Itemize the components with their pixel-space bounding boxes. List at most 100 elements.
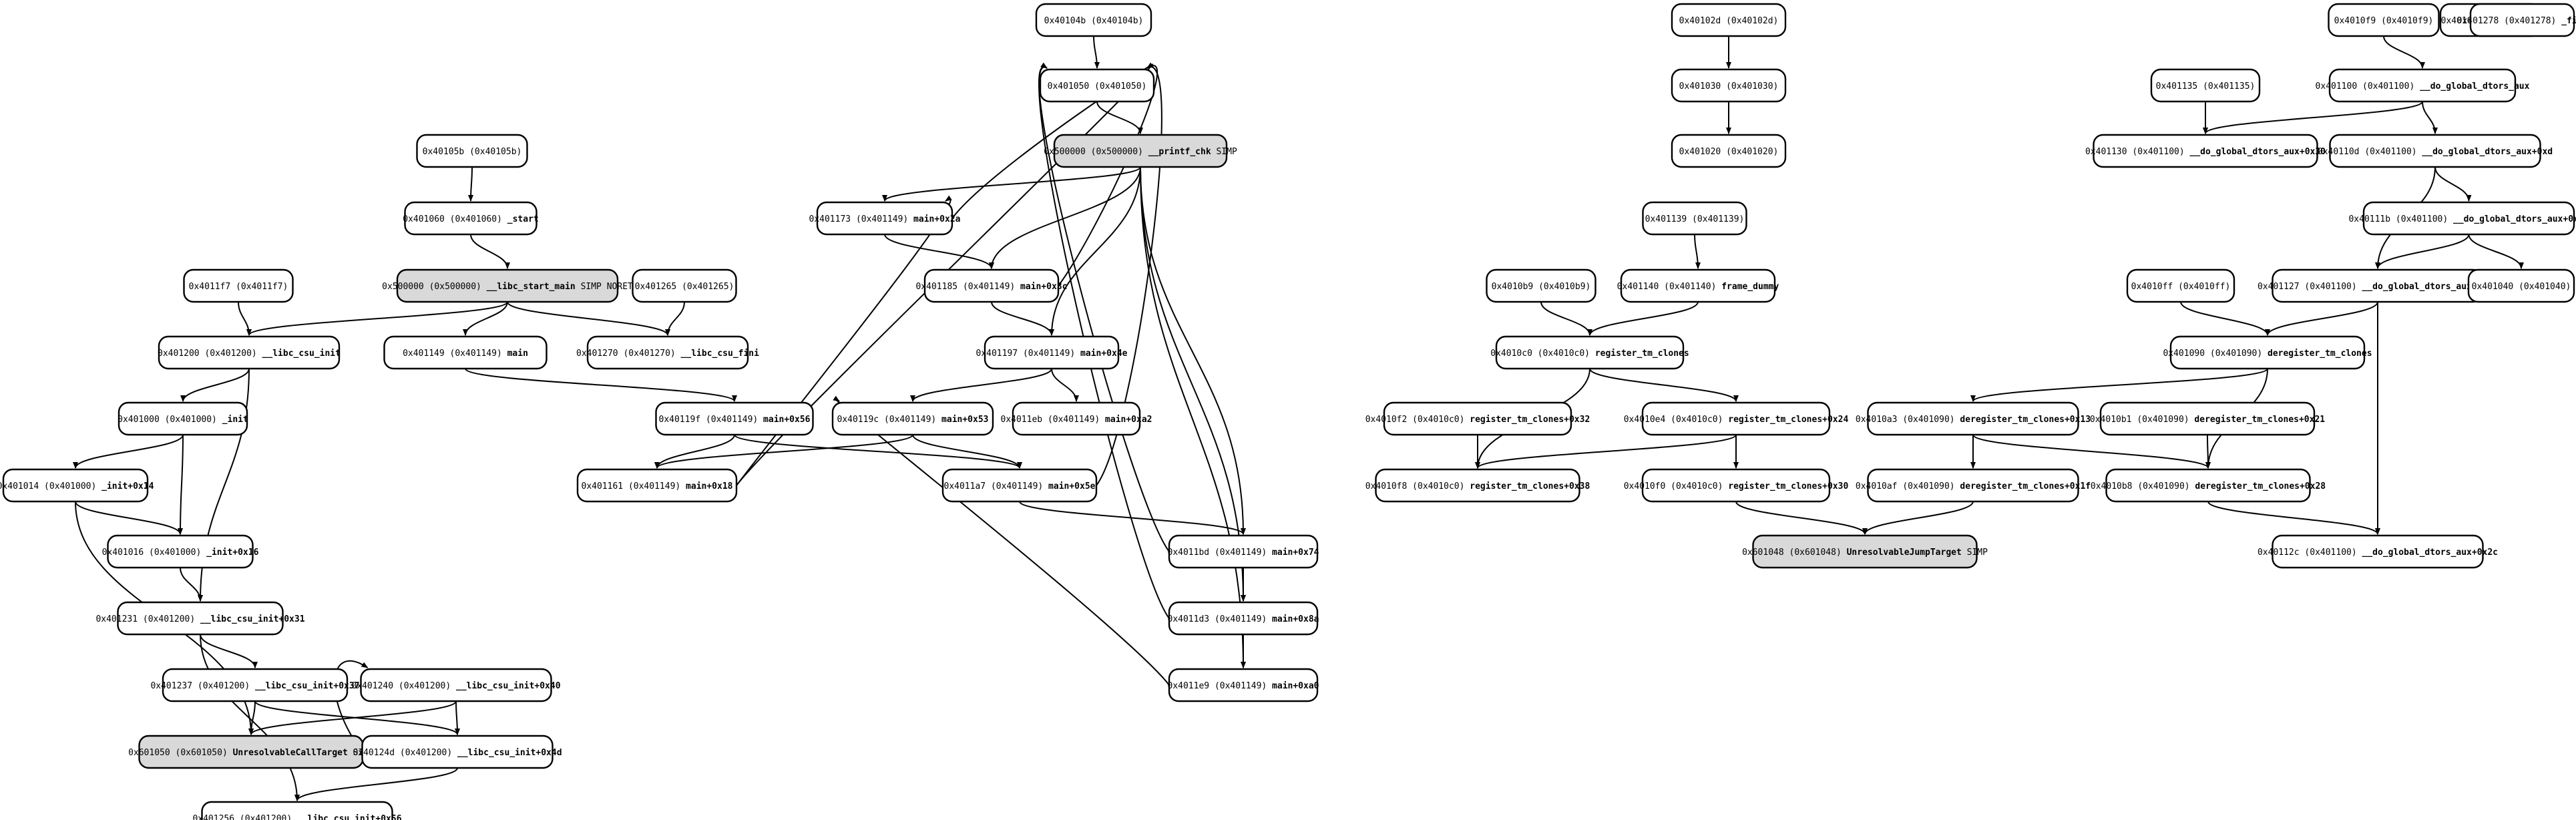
graph-node-0x40119f[interactable]: 0x40119f (0x401149) main+0x56 xyxy=(655,401,814,436)
graph-node-0x401256[interactable]: 0x401256 (0x401200) __libc_csu_init+0x56 xyxy=(192,801,402,820)
graph-node-0x40112c[interactable]: 0x40112c (0x401100) __do_global_dtors_au… xyxy=(2258,534,2498,569)
graph-node-0x401240[interactable]: 0x401240 (0x401200) __libc_csu_init+0x40 xyxy=(351,668,561,702)
node-fn: main+0xa2 xyxy=(1100,415,1152,425)
node-box xyxy=(183,268,294,303)
node-label: 0x40105b (0x40105b) xyxy=(423,147,522,157)
node-addr: 0x4010e4 xyxy=(1624,415,1666,425)
node-fn: __printf_chk xyxy=(1143,147,1211,157)
edge-n36-n37 xyxy=(1587,301,1699,336)
graph-node-0x4010f9[interactable]: 0x4010f9 (0x4010f9) xyxy=(2328,3,2440,37)
node-box xyxy=(2093,134,2318,168)
graph-node-0x401050[interactable]: 0x401050 (0x401050) xyxy=(1039,68,1155,103)
node-label: 0x4011eb (0x401149) main+0xa2 xyxy=(1001,415,1152,425)
node-label: 0x4011bd (0x401149) main+0x74 xyxy=(1168,548,1319,558)
graph-node-0x401030[interactable]: 0x401030 (0x401030) xyxy=(1671,68,1787,103)
node-sep: (0x500000) xyxy=(424,282,481,292)
node-fn: main+0x8a xyxy=(1267,614,1319,624)
node-addr: 0x4011d3 xyxy=(1168,614,1210,624)
node-box xyxy=(2328,68,2517,103)
edge-n18-n21 xyxy=(75,501,183,535)
edge-n52-n53 xyxy=(1970,368,2268,402)
graph-node-0x4010ff[interactable]: 0x4010ff (0x4010ff) xyxy=(2126,268,2235,303)
node-label: 0x4010f2 (0x4010c0) register_tm_clones+0… xyxy=(1365,415,1590,425)
graph-node-0x4010b1[interactable]: 0x4010b1 (0x401090) deregister_tm_clones… xyxy=(2090,401,2325,436)
graph-node-0x601050[interactable]: 0x601050 (0x601050) UnresolvableCallTarg… xyxy=(128,735,374,769)
node-addr: 0x401237 xyxy=(150,681,192,691)
edge-n7-n10 xyxy=(238,301,252,336)
graph-node-0x401090[interactable]: 0x401090 (0x401090) deregister_tm_clones xyxy=(2163,335,2372,370)
graph-node-0x401020[interactable]: 0x401020 (0x401020) xyxy=(1671,134,1787,168)
node-fn: main+0x53 xyxy=(936,415,988,425)
graph-node-0x401270[interactable]: 0x401270 (0x401270) __libc_csu_fini xyxy=(576,335,759,370)
graph-node-0x401016[interactable]: 0x401016 (0x401000) _init+0x16 xyxy=(102,534,259,569)
graph-node-0x4010a3[interactable]: 0x4010a3 (0x401090) deregister_tm_clones… xyxy=(1856,401,2091,436)
node-box xyxy=(1671,3,1787,37)
node-label: 0x4010c0 (0x4010c0) register_tm_clones xyxy=(1490,349,1689,359)
edge-n53-n56 xyxy=(1972,434,2211,469)
graph-node-0x4011e9[interactable]: 0x4011e9 (0x401149) main+0xa0 xyxy=(1168,668,1319,702)
graph-node-0x401278[interactable]: 0x401278 (0x401278) _fini xyxy=(2457,3,2576,37)
graph-node-0x500000[interactable]: 0x500000 (0x500000) __printf_chk SIMP xyxy=(1044,134,1237,168)
graph-node-0x4011d3[interactable]: 0x4011d3 (0x401149) main+0x8a xyxy=(1168,601,1319,636)
graph-node-0x4011bd[interactable]: 0x4011bd (0x401149) main+0x74 xyxy=(1168,534,1319,569)
graph-node-0x4011f7[interactable]: 0x4011f7 (0x4011f7) xyxy=(183,268,294,303)
node-sep: (0x601050) xyxy=(170,748,228,758)
graph-node-0x401014[interactable]: 0x401014 (0x401000) _init+0x14 xyxy=(0,468,154,503)
graph-node-0x401130[interactable]: 0x401130 (0x401100) __do_global_dtors_au… xyxy=(2085,134,2326,168)
graph-node-0x401127[interactable]: 0x401127 (0x401100) __do_global_dtors_au… xyxy=(2258,268,2498,303)
graph-node-0x401140[interactable]: 0x401140 (0x401140) frame_dummy xyxy=(1617,268,1779,303)
node-fn: __libc_csu_init+0x40 xyxy=(451,681,561,691)
graph-node-0x401100[interactable]: 0x401100 (0x401100) __do_global_dtors_au… xyxy=(2316,68,2530,103)
graph-node-0x401060[interactable]: 0x401060 (0x401060) _start xyxy=(403,201,539,236)
graph-node-0x500000[interactable]: 0x500000 (0x500000) __libc_start_main SI… xyxy=(382,268,633,303)
node-fn: main+0x2a xyxy=(908,214,960,224)
graph-node-0x401149[interactable]: 0x401149 (0x401149) main xyxy=(383,335,548,370)
graph-node-0x4010c0[interactable]: 0x4010c0 (0x4010c0) register_tm_clones xyxy=(1490,335,1689,370)
graph-node-0x4010b8[interactable]: 0x4010b8 (0x401090) deregister_tm_clones… xyxy=(2091,468,2326,503)
graph-node-0x401197[interactable]: 0x401197 (0x401149) main+0x4e xyxy=(976,335,1128,370)
graph-node-0x401173[interactable]: 0x401173 (0x401149) main+0x2a xyxy=(809,201,961,236)
node-addr: 0x401173 xyxy=(809,214,851,224)
graph-node-0x40119c[interactable]: 0x40119c (0x401149) main+0x53 xyxy=(831,401,994,436)
graph-node-0x401231[interactable]: 0x401231 (0x401200) __libc_csu_init+0x31 xyxy=(95,601,305,636)
graph-node-0x40104b[interactable]: 0x40104b (0x40104b) xyxy=(1035,3,1152,37)
graph-node-0x40110d[interactable]: 0x40110d (0x401100) __do_global_dtors_au… xyxy=(2318,134,2553,168)
graph-node-0x4010af[interactable]: 0x4010af (0x401090) deregister_tm_clones… xyxy=(1856,468,2091,503)
graph-node-0x401265[interactable]: 0x401265 (0x401265) xyxy=(632,268,737,303)
graph-node-0x40111b[interactable]: 0x40111b (0x401100) __do_global_dtors_au… xyxy=(2348,201,2576,236)
edge-n3-n13 xyxy=(1049,166,1141,336)
node-fn: main+0xa0 xyxy=(1267,681,1319,691)
edge-n15-n19 xyxy=(654,434,735,469)
node-sep: (0x401270) xyxy=(618,349,676,359)
node-addr: 0x601048 xyxy=(1742,548,1784,558)
graph-node-0x401200[interactable]: 0x401200 (0x401200) __libc_csu_init xyxy=(158,335,341,370)
graph-node-0x401185[interactable]: 0x401185 (0x401149) main+0x3c xyxy=(916,268,1068,303)
node-box xyxy=(2,468,149,503)
graph-node-0x4011a7[interactable]: 0x4011a7 (0x401149) main+0x5e xyxy=(941,468,1098,503)
node-addr: 0x401149 xyxy=(403,349,445,359)
graph-node-0x4010f0[interactable]: 0x4010f0 (0x4010c0) register_tm_clones+0… xyxy=(1624,468,1849,503)
edge-n16-n20 xyxy=(912,434,1022,469)
graph-node-0x4010f2[interactable]: 0x4010f2 (0x4010c0) register_tm_clones+0… xyxy=(1365,401,1590,436)
graph-node-0x601048[interactable]: 0x601048 (0x601048) UnresolvableJumpTarg… xyxy=(1742,534,1988,569)
graph-node-0x401135[interactable]: 0x401135 (0x401135) xyxy=(2150,68,2261,103)
graph-node-0x40105b[interactable]: 0x40105b (0x40105b) xyxy=(416,134,528,168)
graph-node-0x4010b9[interactable]: 0x4010b9 (0x4010b9) xyxy=(1486,268,1596,303)
edge-n8-n11 xyxy=(463,301,508,336)
graph-node-0x401237[interactable]: 0x401237 (0x401200) __libc_csu_init+0x37 xyxy=(150,668,360,702)
node-addr: 0x401020 xyxy=(1679,147,1721,157)
graph-node-0x4010f8[interactable]: 0x4010f8 (0x4010c0) register_tm_clones+0… xyxy=(1365,468,1590,503)
graph-node-0x4011eb[interactable]: 0x4011eb (0x401149) main+0xa2 xyxy=(1001,401,1152,436)
node-sep: (0x401278) xyxy=(2499,16,2556,26)
graph-node-0x401161[interactable]: 0x401161 (0x401149) main+0x18 xyxy=(576,468,738,503)
graph-node-0x40124d[interactable]: 0x40124d (0x401200) __libc_csu_init+0x4d xyxy=(353,735,562,769)
graph-node-0x4010e4[interactable]: 0x4010e4 (0x4010c0) register_tm_clones+0… xyxy=(1624,401,1849,436)
node-addr: 0x4010b9 xyxy=(1492,282,1534,292)
node-box xyxy=(2126,268,2235,303)
graph-node-0x401040[interactable]: 0x401040 (0x401040) xyxy=(2467,268,2575,303)
node-addr: 0x401016 xyxy=(102,548,144,558)
graph-node-0x401000[interactable]: 0x401000 (0x401000) _init xyxy=(118,401,248,436)
edge-n16-n19 xyxy=(654,434,913,469)
graph-node-0x40102d[interactable]: 0x40102d (0x40102d) xyxy=(1671,3,1787,37)
graph-node-0x401139[interactable]: 0x401139 (0x401139) xyxy=(1642,201,1747,236)
